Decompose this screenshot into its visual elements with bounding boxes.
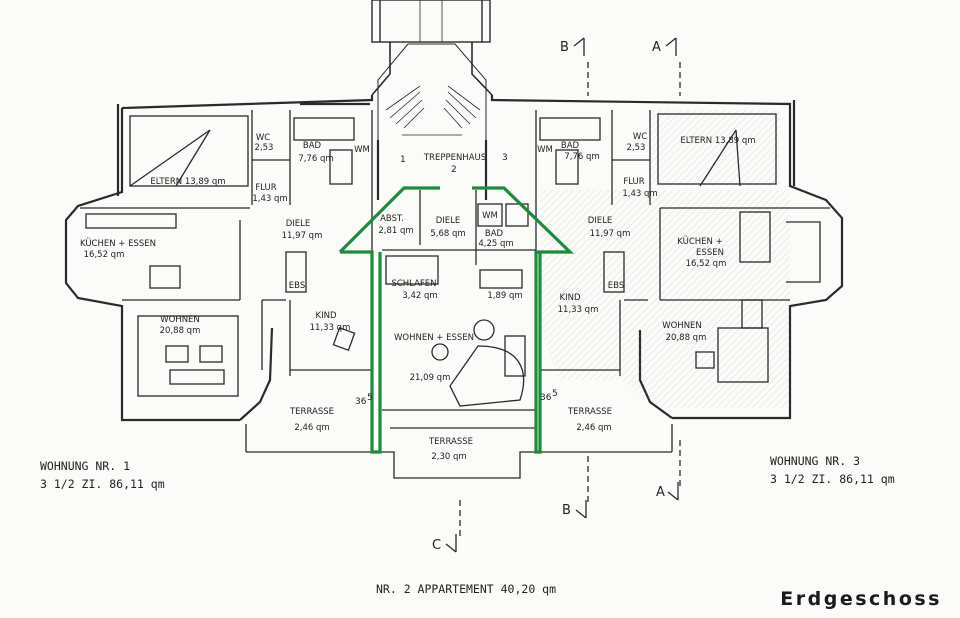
room-wohnen-middle-area: 21,09 qm: [410, 373, 451, 383]
room-flur-right-area: 1,43 qm: [622, 189, 657, 199]
room-bad-middle-wm: WM: [482, 211, 498, 221]
room-flur-right: FLUR: [623, 177, 644, 187]
room-bad-right-wm: WM: [537, 145, 553, 155]
section-mark-a-top: A: [652, 40, 661, 55]
room-abst-area: 2,81 qm: [378, 226, 413, 236]
dimension-left-sup: 5: [367, 393, 373, 403]
room-terrasse-right: TERRASSE: [567, 407, 612, 417]
room-wc-right: WC: [633, 132, 647, 142]
dimension-left: 36: [355, 397, 367, 407]
room-bad-middle: BAD: [485, 229, 504, 239]
room-diele-right-area: 11,97 qm: [590, 229, 631, 239]
room-wohnen-left-area: 20,88 qm: [160, 326, 201, 336]
room-terrasse-left-area: 2,46 qm: [294, 423, 329, 433]
room-terrasse-left: TERRASSE: [289, 407, 334, 417]
unit-3-title: WOHNUNG NR. 3: [770, 454, 861, 468]
room-kuechen-left: KÜCHEN + ESSEN: [80, 238, 156, 249]
room-wohnen-middle: WOHNEN + ESSEN: [394, 333, 474, 343]
room-ebs-left: EBS: [289, 281, 305, 291]
room-schlafen: SCHLAFEN: [391, 279, 436, 289]
unit-1-caption: WOHNUNG NR. 1 3 1/2 ZI. 86,11 qm: [40, 457, 165, 493]
stair-number-left: 1: [400, 155, 406, 165]
room-terrasse-right-area: 2,46 qm: [576, 423, 611, 433]
room-bad-middle-area: 4,25 qm: [478, 239, 513, 249]
room-diele-middle: DIELE: [436, 216, 461, 226]
room-kuechen-right-2: ESSEN: [696, 248, 724, 258]
section-mark-b-bottom: B: [562, 503, 571, 518]
room-diele-right: DIELE: [588, 216, 613, 226]
room-eltern-right: ELTERN 13,89 qm: [680, 136, 755, 146]
stair-tower: [371, 0, 493, 140]
section-mark-b-top: B: [560, 40, 569, 55]
room-wohnen-right-area: 20,88 qm: [666, 333, 707, 343]
room-abst: ABST.: [380, 214, 404, 224]
unit-1-size: 3 1/2 ZI. 86,11 qm: [40, 477, 165, 491]
room-kuechen-right: KÜCHEN +: [677, 236, 722, 247]
room-wohnen-right: WOHNEN: [662, 321, 702, 331]
interior-walls-left: [80, 110, 380, 453]
section-mark-c: C: [432, 538, 441, 553]
section-markers: [445, 37, 681, 553]
room-flur-left-area: 1,43 qm: [252, 194, 287, 204]
room-flur-left: FLUR: [255, 183, 276, 193]
room-kind-left-area: 11,33 qm: [310, 323, 351, 333]
room-diele-left: DIELE: [286, 219, 311, 229]
unit-3-caption: WOHNUNG NR. 3 3 1/2 ZI. 86,11 qm: [770, 452, 895, 488]
room-kind-right: KIND: [560, 293, 581, 303]
room-bad-right-area: 7,76 qm: [564, 152, 599, 162]
room-wohnen-left: WOHNEN: [160, 315, 200, 325]
unit-3-size: 3 1/2 ZI. 86,11 qm: [770, 472, 895, 486]
room-diele-left-area: 11,97 qm: [282, 231, 323, 241]
room-terrasse-middle: TERRASSE: [428, 437, 473, 447]
room-kind-right-area: 11,33 qm: [558, 305, 599, 315]
stair-number-right: 3: [502, 153, 508, 163]
room-kuechen-left-area: 16,52 qm: [84, 250, 125, 260]
room-wc-right-area: 2,53: [627, 143, 646, 153]
unit-1-title: WOHNUNG NR. 1: [40, 459, 131, 473]
right-unit-shading: [540, 190, 790, 408]
room-kind-left: KIND: [316, 311, 337, 321]
room-diele-middle-area: 5,68 qm: [430, 229, 465, 239]
section-mark-a-bottom: A: [656, 485, 665, 500]
page-title: Erdgeschoss: [780, 588, 942, 610]
room-bad-left: BAD: [303, 141, 322, 151]
right-unit-shading-upper: [650, 110, 780, 186]
appartment-highlight: [338, 186, 574, 454]
stair-number-middle: 2: [451, 165, 457, 175]
room-bad-right: BAD: [561, 141, 580, 151]
room-treppenhaus: TREPPENHAUS: [423, 153, 486, 163]
room-schlafen-area: 3,42 qm: [402, 291, 437, 301]
room-wc-left: WC: [256, 133, 270, 143]
unit-2-caption: NR. 2 APPARTEMENT 40,20 qm: [376, 580, 556, 598]
room-kuechen-right-area: 16,52 qm: [686, 259, 727, 269]
dimension-right: 36: [540, 393, 552, 403]
room-bad-left-area: 7,76 qm: [298, 154, 333, 164]
room-eltern-left: ELTERN 13,89 qm: [150, 177, 225, 187]
room-bad-left-wm: WM: [354, 145, 370, 155]
room-ebs-right: EBS: [608, 281, 624, 291]
unit-2-title: NR. 2 APPARTEMENT 40,20 qm: [376, 582, 557, 596]
room-wc-left-area: 2,53: [255, 143, 274, 153]
dimension-right-sup: 5: [552, 389, 558, 399]
room-small-middle-area: 1,89 qm: [487, 291, 522, 301]
room-terrasse-middle-area: 2,30 qm: [431, 452, 466, 462]
